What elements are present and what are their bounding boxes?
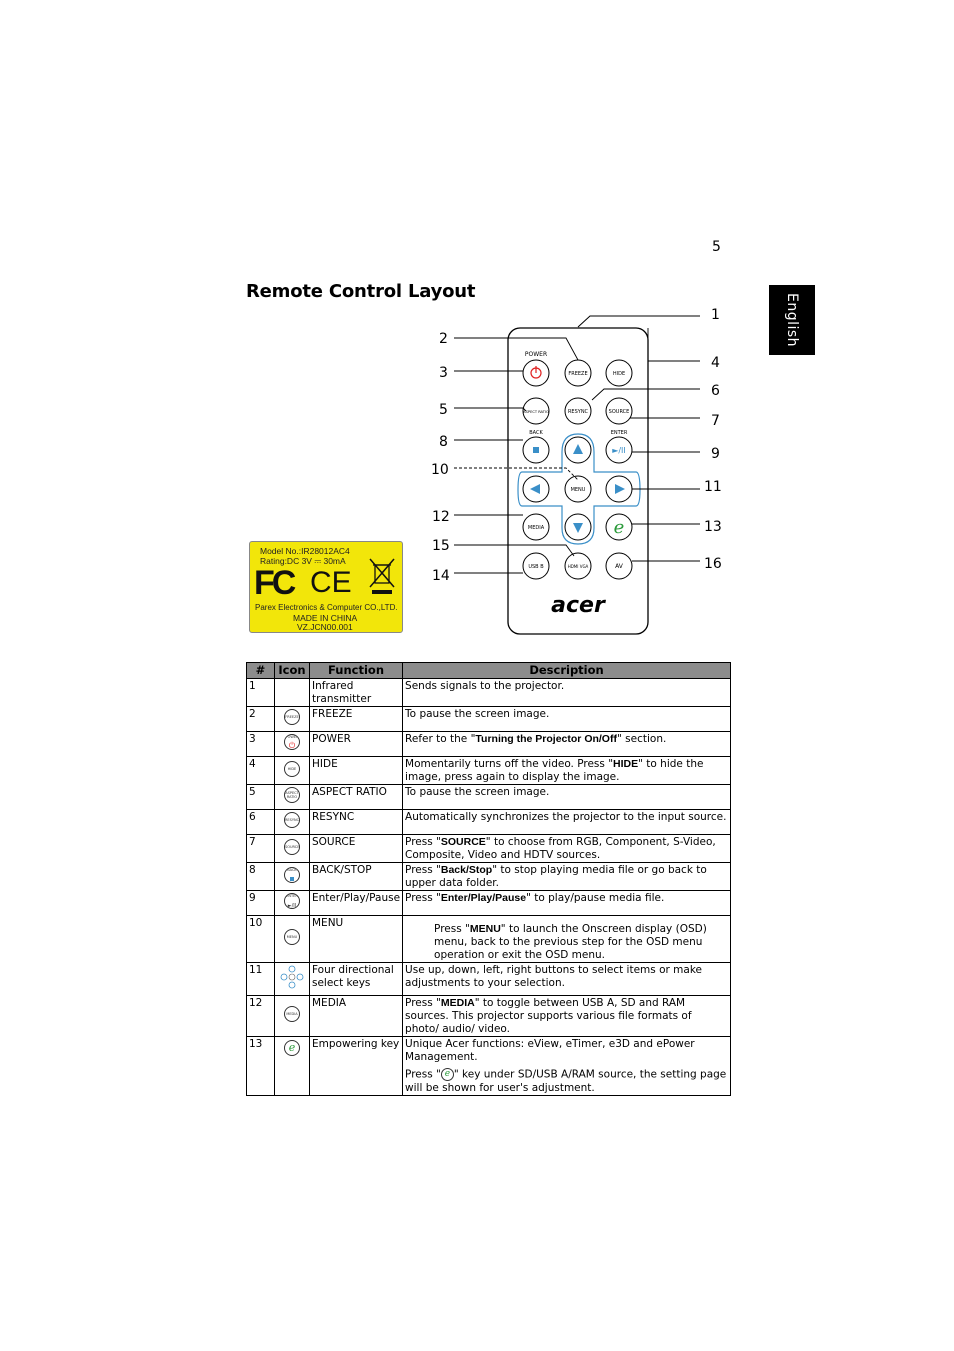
certification-label: Model No.:IR28012AC4 Rating:DC 3V ⎓ 30mA… bbox=[249, 541, 403, 633]
stop-icon bbox=[533, 447, 539, 453]
usb-button bbox=[522, 552, 550, 580]
language-tab-label: English bbox=[784, 292, 800, 348]
resync-icon: RESYNC bbox=[284, 812, 300, 828]
table-header-row: # Icon Function Description bbox=[246, 662, 731, 679]
callout-12: 12 bbox=[432, 509, 450, 525]
remote-control-diagram: POWER FREEZE HIDE ASPECT RATIO RESYNC SO… bbox=[431, 307, 722, 635]
table-row: 3 POWER⏻ POWER Refer to the "Turning the… bbox=[246, 731, 731, 757]
label-manufacturer: Parex Electronics & Computer CO.,LTD. bbox=[255, 603, 398, 612]
label-origin: MADE IN CHINA bbox=[293, 613, 358, 623]
menu-icon: MENU bbox=[284, 929, 300, 945]
source-icon: SOURCE bbox=[284, 838, 300, 855]
callout-13: 13 bbox=[704, 519, 722, 535]
av-button bbox=[605, 552, 633, 580]
enter-glyph: ►/II bbox=[612, 446, 626, 455]
callout-11: 11 bbox=[704, 479, 722, 495]
hide-button bbox=[605, 359, 633, 387]
freeze-icon: FREEZE bbox=[284, 709, 300, 725]
callout-2: 2 bbox=[439, 331, 448, 347]
arrow-down-icon bbox=[573, 523, 583, 533]
media-label: MEDIA bbox=[528, 525, 545, 531]
remote-functions-table: # Icon Function Description 1 Infrared t… bbox=[246, 662, 731, 1096]
page-number: 5 bbox=[712, 239, 721, 255]
table-row: 7 SOURCE SOURCE Press "SOURCE" to choose… bbox=[246, 834, 731, 863]
header-num: # bbox=[246, 662, 275, 679]
callout-3: 3 bbox=[439, 365, 448, 381]
callout-9: 9 bbox=[711, 446, 720, 462]
dpad-frame bbox=[517, 433, 641, 545]
hide-icon: HIDE bbox=[284, 760, 300, 777]
header-icon: Icon bbox=[274, 662, 310, 679]
table-row: 8 BACK BACK/STOP Press "Back/Stop" to st… bbox=[246, 862, 731, 891]
media-button bbox=[522, 513, 550, 541]
callout-10: 10 bbox=[431, 462, 449, 478]
table-row: 4 HIDE HIDE Momentarily turns off the vi… bbox=[246, 756, 731, 785]
hdmi-vga-label: HDMI VGA bbox=[568, 564, 589, 569]
aspect-ratio-icon: ASPECT RATIO bbox=[284, 787, 300, 803]
weee-bin-icon bbox=[369, 558, 395, 594]
row-icon-empty bbox=[274, 678, 310, 707]
page-title: Remote Control Layout bbox=[246, 281, 476, 302]
ir-transmitter bbox=[577, 315, 700, 328]
aspect-ratio-button bbox=[522, 397, 550, 425]
back-label: BACK bbox=[529, 430, 543, 436]
hdmi-vga-button bbox=[564, 552, 592, 580]
callout-15: 15 bbox=[432, 538, 450, 554]
table-row: 11 Four directional select keys Use up, … bbox=[246, 962, 731, 996]
empowering-inline-icon: e bbox=[440, 1068, 454, 1081]
enter-label: ENTER bbox=[611, 430, 628, 436]
resync-label: RESYNC bbox=[568, 409, 589, 415]
empowering-icon: e bbox=[284, 1040, 300, 1056]
callout-4: 4 bbox=[711, 355, 720, 371]
callout-5: 5 bbox=[439, 402, 448, 418]
brand-logo: acer bbox=[551, 593, 606, 618]
callout-7: 7 bbox=[711, 413, 720, 429]
header-function: Function bbox=[308, 662, 404, 679]
fc-logo: FC bbox=[254, 564, 296, 602]
power-label: POWER bbox=[525, 351, 547, 358]
back-stop-icon: BACK bbox=[284, 866, 300, 883]
source-label: SOURCE bbox=[609, 409, 630, 415]
header-description: Description bbox=[402, 662, 731, 679]
table-row: 9 ENTER►/II Enter/Play/Pause Press "Ente… bbox=[246, 890, 731, 916]
table-row: 12 MEDIA MEDIA Press "MEDIA" to toggle b… bbox=[246, 995, 731, 1037]
source-button bbox=[605, 397, 633, 425]
menu-button bbox=[564, 475, 592, 503]
ce-logo: CE bbox=[310, 566, 352, 599]
enter-play-pause-icon: ENTER►/II bbox=[284, 893, 300, 909]
enter-button bbox=[605, 436, 633, 464]
hide-label: HIDE bbox=[613, 371, 625, 377]
freeze-label: FREEZE bbox=[568, 371, 587, 377]
label-model: Model No.:IR28012AC4 bbox=[260, 546, 350, 556]
power-icon: POWER⏻ bbox=[284, 734, 300, 750]
label-rating: Rating:DC 3V ⎓ 30mA bbox=[260, 556, 346, 566]
table-row: 13 e Empowering key Unique Acer function… bbox=[246, 1036, 731, 1096]
aspect-ratio-label: ASPECT RATIO bbox=[523, 410, 549, 414]
table-row: 2 FREEZE FREEZE To pause the screen imag… bbox=[246, 706, 731, 732]
usb-label: USB B bbox=[528, 564, 544, 570]
media-icon: MEDIA bbox=[284, 1006, 300, 1022]
empowering-button bbox=[605, 513, 633, 541]
table-row: 5 ASPECT RATIO ASPECT RATIO To pause the… bbox=[246, 784, 731, 810]
callout-1: 1 bbox=[711, 307, 720, 323]
callout-8: 8 bbox=[439, 434, 448, 450]
label-code: VZ.JCN00.001 bbox=[297, 622, 353, 632]
callout-6: 6 bbox=[711, 383, 720, 399]
table-row: 1 Infrared transmitter Sends signals to … bbox=[246, 678, 731, 707]
table-row: 6 RESYNC RESYNC Automatically synchroniz… bbox=[246, 809, 731, 835]
arrow-left-icon bbox=[530, 484, 540, 494]
arrow-up-icon bbox=[573, 444, 583, 454]
av-label: AV bbox=[615, 563, 624, 570]
callout-14: 14 bbox=[432, 568, 450, 584]
table-row: 10 MENU MENU Press "MENU" to launch the … bbox=[246, 915, 731, 963]
arrow-right-icon bbox=[615, 484, 625, 494]
menu-label: MENU bbox=[571, 487, 586, 493]
directional-keys-icon bbox=[280, 965, 304, 989]
callout-16: 16 bbox=[704, 556, 722, 572]
language-tab: English bbox=[769, 285, 815, 355]
empowering-glyph: e bbox=[614, 517, 625, 538]
resync-button bbox=[564, 397, 592, 425]
power-icon bbox=[530, 366, 542, 379]
